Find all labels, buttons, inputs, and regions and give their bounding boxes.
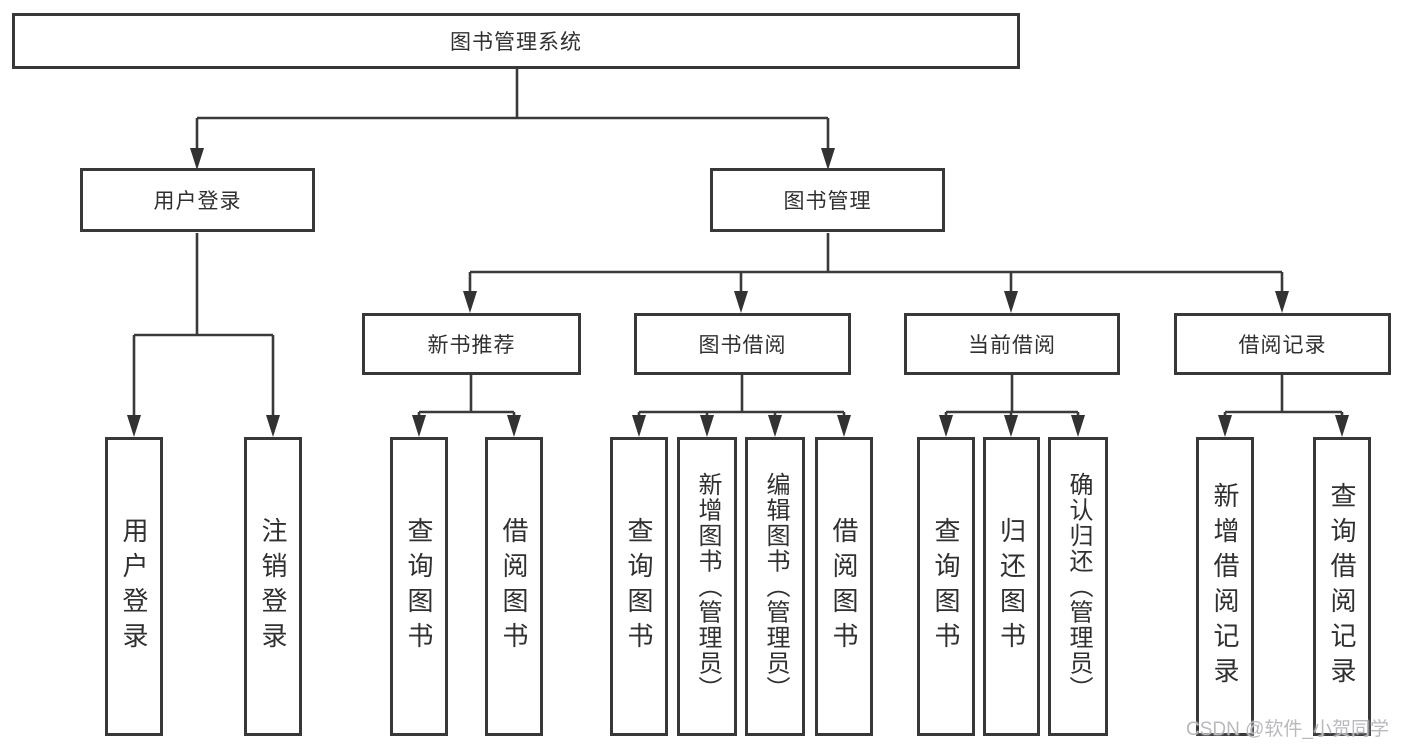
- node-current-borrowing-label: 当前借阅: [968, 334, 1056, 357]
- leaf-query-books-recommend: 查询图书: [390, 437, 448, 736]
- node-user-login: 用户登录: [80, 168, 315, 232]
- leaf-borrow-books-label: 借阅图书: [829, 516, 859, 657]
- node-user-login-label: 用户登录: [153, 190, 242, 213]
- leaf-return-book-label: 归还图书: [996, 516, 1027, 657]
- node-book-borrowing: 图书借阅: [634, 313, 851, 375]
- node-book-borrowing-label: 图书借阅: [698, 334, 787, 357]
- leaf-borrow-books-recommend-label: 借阅图书: [499, 516, 529, 657]
- watermark: CSDN @软件_小贺同学: [1186, 719, 1389, 740]
- leaf-user-login: 用户登录: [105, 437, 163, 736]
- node-library-system-label: 图书管理系统: [450, 31, 582, 54]
- node-library-system: 图书管理系统: [12, 13, 1020, 69]
- leaf-query-borrow-record-label: 查询借阅记录: [1327, 481, 1357, 692]
- leaf-query-books-borrowing: 查询图书: [610, 437, 668, 736]
- node-current-borrowing: 当前借阅: [904, 313, 1120, 375]
- leaf-query-books-borrowing-label: 查询图书: [624, 516, 654, 657]
- node-new-book-recommend-label: 新书推荐: [427, 334, 516, 357]
- leaf-confirm-return-admin-label: 确认归还（管理员）: [1065, 471, 1092, 702]
- leaf-add-book-admin: 新增图书（管理员）: [677, 437, 737, 736]
- leaf-add-book-admin-label: 新增图书（管理员）: [694, 471, 721, 702]
- node-borrow-records-label: 借阅记录: [1238, 334, 1327, 357]
- leaf-add-borrow-record: 新增借阅记录: [1196, 437, 1254, 736]
- leaf-borrow-books: 借阅图书: [815, 437, 873, 736]
- node-book-management: 图书管理: [710, 168, 945, 232]
- leaf-confirm-return-admin: 确认归还（管理员）: [1048, 437, 1108, 736]
- node-borrow-records: 借阅记录: [1174, 313, 1391, 375]
- leaf-query-books-recommend-label: 查询图书: [404, 516, 434, 657]
- leaf-borrow-books-recommend: 借阅图书: [485, 437, 543, 736]
- leaf-user-login-label: 用户登录: [119, 516, 149, 657]
- leaf-logout-label: 注销登录: [258, 516, 288, 657]
- leaf-return-book: 归还图书: [983, 437, 1040, 736]
- leaf-edit-book-admin-label: 编辑图书（管理员）: [762, 471, 789, 702]
- leaf-add-borrow-record-label: 新增借阅记录: [1210, 481, 1240, 692]
- leaf-query-borrow-record: 查询借阅记录: [1313, 437, 1371, 736]
- leaf-edit-book-admin: 编辑图书（管理员）: [745, 437, 805, 736]
- leaf-logout: 注销登录: [244, 437, 302, 736]
- node-book-management-label: 图书管理: [783, 190, 872, 213]
- leaf-query-books-current-label: 查询图书: [931, 516, 961, 657]
- leaf-query-books-current: 查询图书: [917, 437, 975, 736]
- node-new-book-recommend: 新书推荐: [362, 313, 581, 375]
